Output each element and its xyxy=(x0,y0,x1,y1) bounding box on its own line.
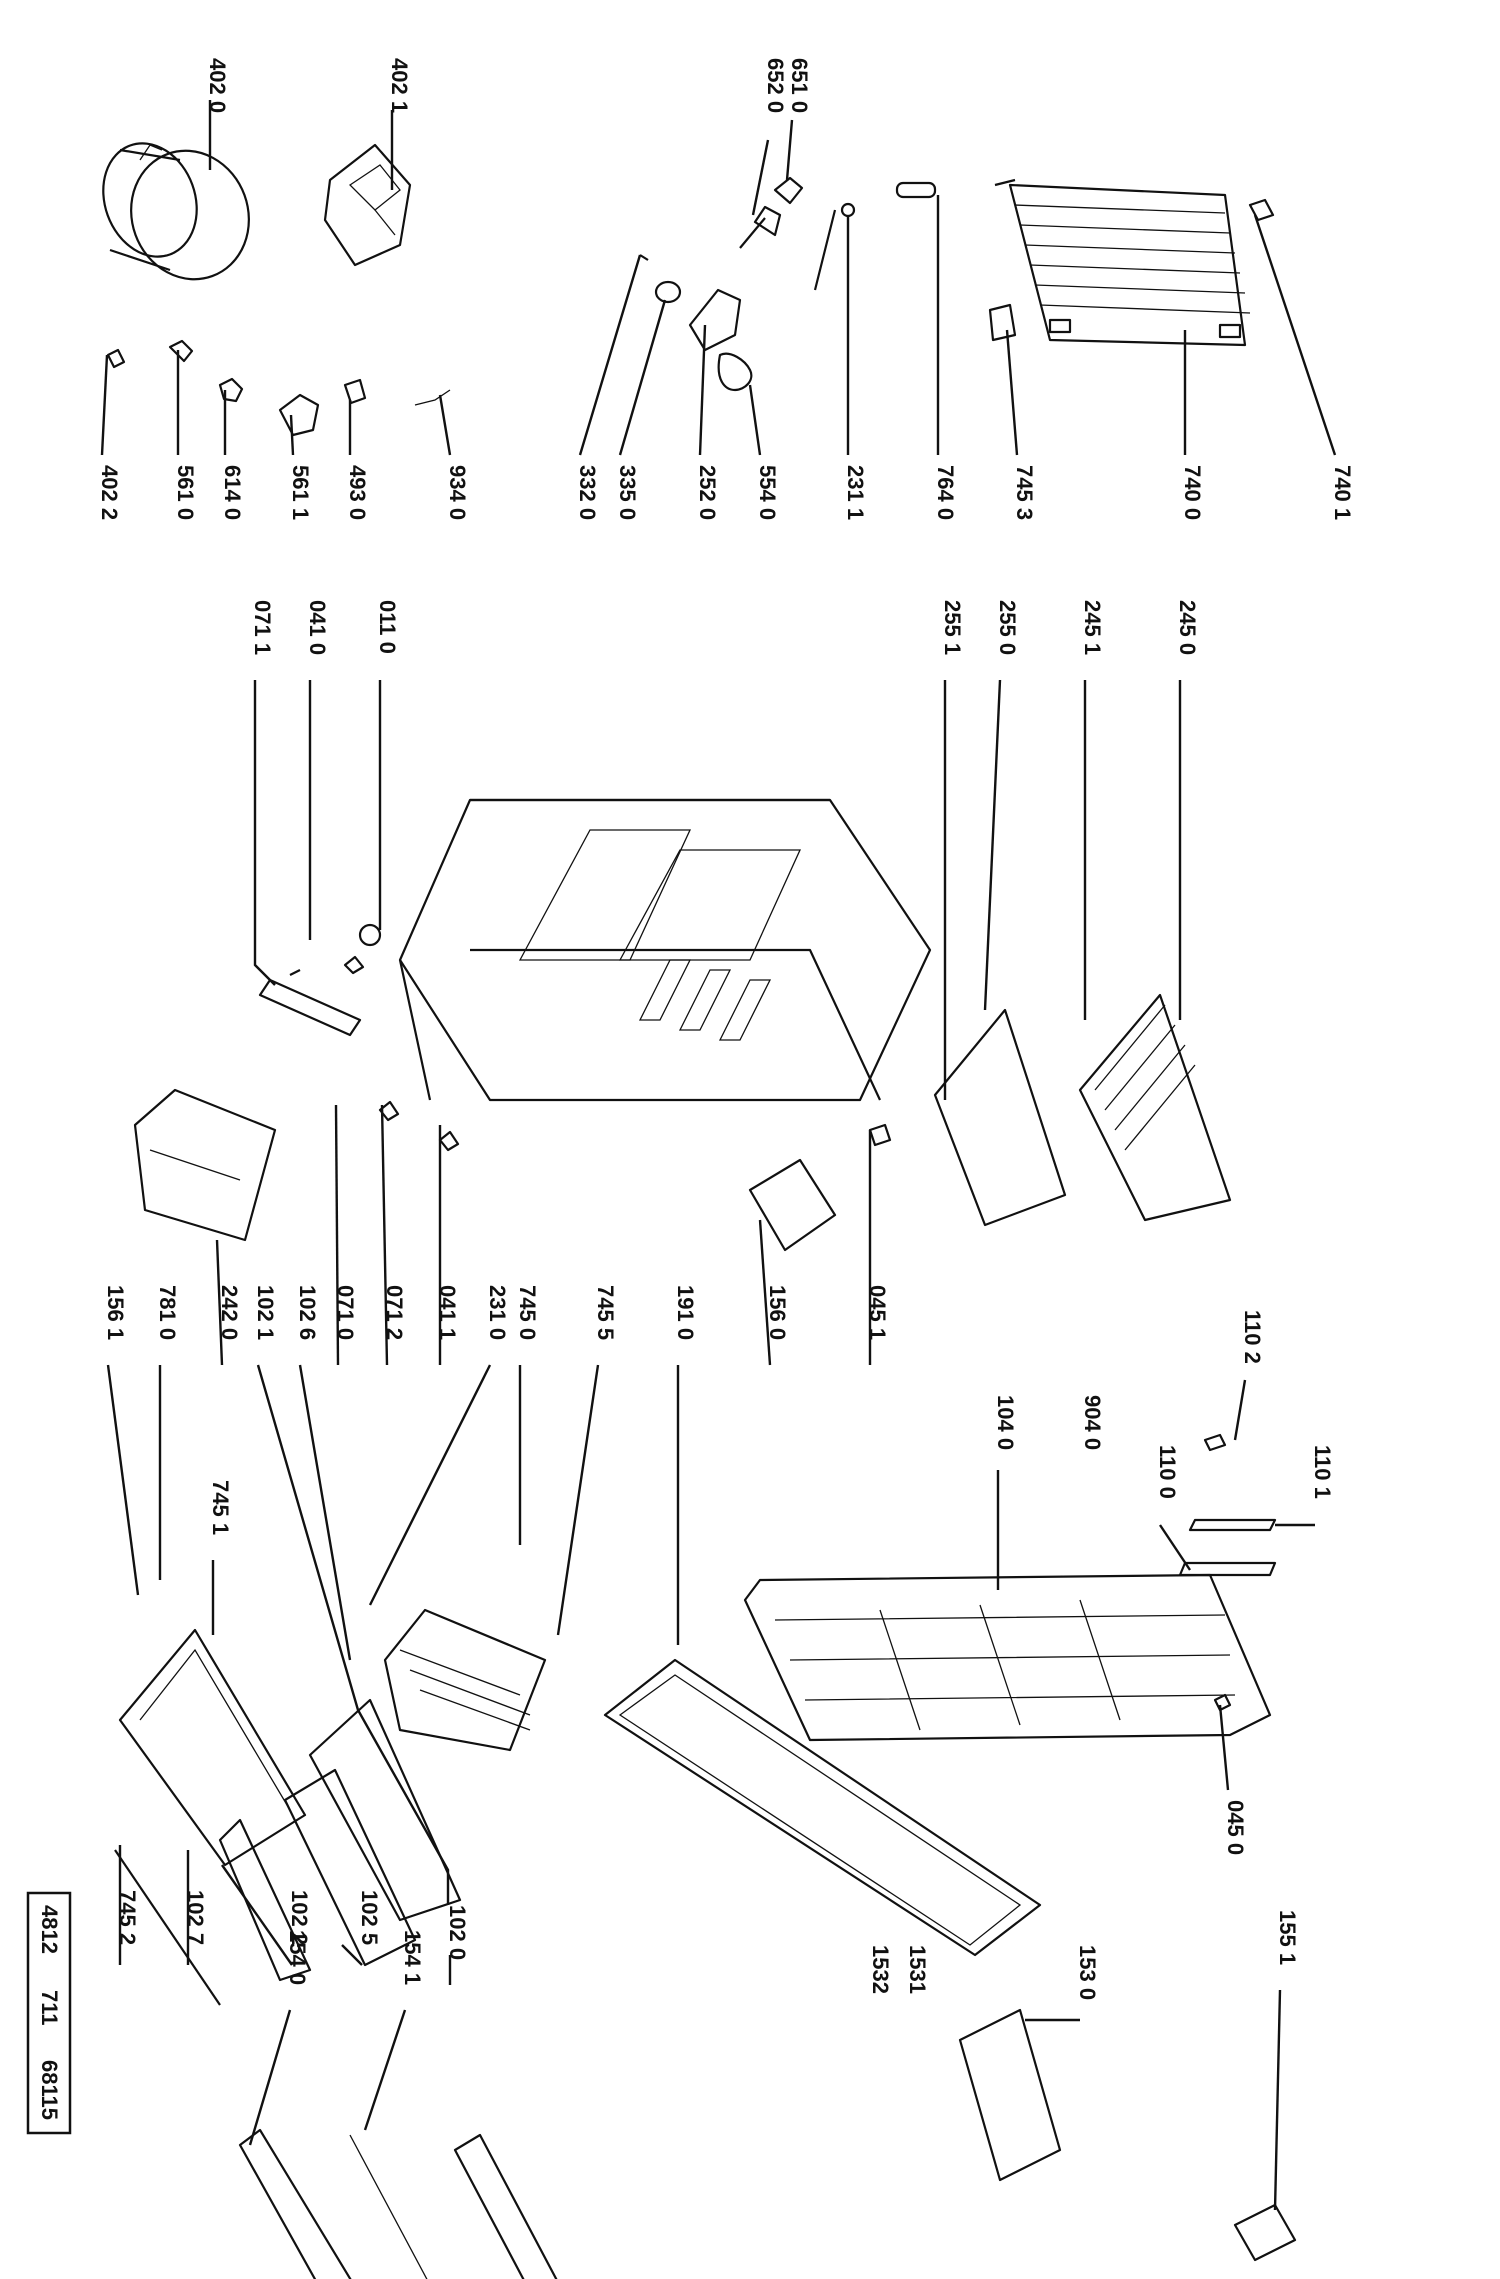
callout-1561: 156 1 xyxy=(103,1285,128,1340)
callout-2550: 255 0 xyxy=(995,600,1020,655)
callout-4930: 493 0 xyxy=(345,465,370,520)
lamp-drawing xyxy=(895,181,937,199)
callout-7451: 745 1 xyxy=(208,1480,233,1535)
callout-1027: 102 7 xyxy=(183,1890,208,1945)
small-fittings-drawing xyxy=(106,339,451,437)
thermostat-housing-drawing xyxy=(639,202,856,392)
callout-1025: 102 5 xyxy=(357,1890,382,1945)
document-code-box: 4812 711 68115 xyxy=(26,1891,72,2135)
evaporator-drawing xyxy=(994,178,1251,347)
callout-7450: 745 0 xyxy=(515,1285,540,1340)
compressor-drawing xyxy=(102,142,250,281)
callout-1531: 1531 xyxy=(905,1945,930,1994)
callout-2451: 245 1 xyxy=(1080,600,1105,655)
callout-1022: 102 2 xyxy=(287,1890,312,1945)
hinge-drawing xyxy=(868,1123,892,1147)
callout-6140: 614 0 xyxy=(220,465,245,520)
callout-4021: 402 1 xyxy=(387,58,412,113)
callout-1102: 110 2 xyxy=(1240,1310,1265,1364)
callout-1040: 104 0 xyxy=(993,1395,1018,1450)
callout-0711: 071 1 xyxy=(250,600,275,655)
callout-1026: 102 6 xyxy=(295,1285,320,1340)
callout-1100: 110 0 xyxy=(1155,1445,1180,1499)
callout-2520: 252 0 xyxy=(695,465,720,520)
callout-6510: 651 0 xyxy=(787,58,812,113)
callout-0710: 071 0 xyxy=(333,1285,358,1340)
callout-4020: 402 0 xyxy=(205,58,230,113)
callout-5610: 561 0 xyxy=(173,465,198,520)
door-gasket-drawing xyxy=(603,1658,1042,1957)
callout-5611: 561 1 xyxy=(288,465,313,520)
callout-1551: 155 1 xyxy=(1275,1910,1300,1965)
cabinet-drawing xyxy=(398,798,932,1102)
callout-0712: 071 2 xyxy=(382,1285,407,1340)
handle-drawing xyxy=(258,923,460,1152)
document-code-part-2: 711 xyxy=(37,1990,62,2026)
thermostat-drawing xyxy=(739,176,804,249)
callout-1020: 102 0 xyxy=(445,1905,470,1960)
callout-2311: 231 1 xyxy=(843,465,868,520)
callout-1530: 153 0 xyxy=(1075,1945,1100,2000)
callout-0410: 041 0 xyxy=(305,600,330,655)
leader-lines xyxy=(100,100,1337,2211)
callout-1560: 156 0 xyxy=(765,1285,790,1340)
callout-9340: 934 0 xyxy=(445,465,470,520)
callout-7453: 745 3 xyxy=(1012,465,1037,520)
hinge-upper-drawing xyxy=(1188,1518,1277,1532)
box-drawing xyxy=(958,2008,1062,2182)
inner-door-drawing xyxy=(743,1573,1272,1742)
document-code-part-1: 4812 xyxy=(37,1905,62,1954)
callout-2310: 231 0 xyxy=(485,1285,510,1340)
callout-0450: 045 0 xyxy=(1223,1800,1248,1855)
callout-3320: 332 0 xyxy=(575,465,600,520)
callout-7452: 745 2 xyxy=(115,1890,140,1945)
callout-labels: 402 0 402 1 651 0 652 0 402 2 561 0 614 … xyxy=(97,58,1355,2000)
callout-0110: 011 0 xyxy=(375,600,400,654)
callout-9040: 904 0 xyxy=(1080,1395,1105,1450)
hinge-lower-drawing xyxy=(1178,1561,1277,1577)
callout-1532: 1532 xyxy=(868,1945,893,1994)
butter-cover-drawing xyxy=(1233,2203,1297,2262)
plate-drawing xyxy=(1203,1433,1227,1452)
callout-1021: 102 1 xyxy=(253,1285,278,1340)
callout-7401: 740 1 xyxy=(1330,465,1355,520)
shelf-drawing xyxy=(933,993,1232,1227)
callout-4022: 402 2 xyxy=(97,465,122,520)
callout-1101: 110 1 xyxy=(1310,1445,1335,1499)
callout-2450: 245 0 xyxy=(1175,600,1200,655)
clip-drawing xyxy=(988,303,1017,342)
callout-7455: 745 5 xyxy=(593,1285,618,1340)
crisper-drawing xyxy=(133,1088,277,1242)
document-code-frame xyxy=(26,1891,72,2135)
rod-drawing xyxy=(349,2134,428,2279)
pin-drawing xyxy=(1213,1693,1232,1712)
callout-3350: 335 0 xyxy=(615,465,640,520)
callout-7640: 764 0 xyxy=(933,465,958,520)
ice-tray-drawing xyxy=(748,1158,837,1252)
callout-7810: 781 0 xyxy=(155,1285,180,1340)
part-drawings xyxy=(102,142,1297,2279)
callout-0411: 041 1 xyxy=(435,1285,460,1340)
document-code-part-3: 68115 xyxy=(37,2060,62,2120)
callout-7400: 740 0 xyxy=(1180,465,1205,520)
relay-box-drawing xyxy=(323,143,412,267)
callout-1540: 154 0 xyxy=(285,1930,310,1985)
tray-a-drawing xyxy=(238,2128,352,2279)
callout-2551: 255 1 xyxy=(940,600,965,655)
door-shelf-drawing xyxy=(114,1608,547,2006)
callout-1541: 154 1 xyxy=(400,1930,425,1985)
callout-2420: 242 0 xyxy=(217,1285,242,1340)
callout-1910: 191 0 xyxy=(673,1285,698,1340)
callout-6520: 652 0 xyxy=(763,58,788,113)
drip-tray-drawing xyxy=(1248,198,1275,222)
callout-5540: 554 0 xyxy=(755,465,780,520)
callout-0451: 045 1 xyxy=(865,1285,890,1340)
tray-b-drawing xyxy=(453,2133,558,2279)
